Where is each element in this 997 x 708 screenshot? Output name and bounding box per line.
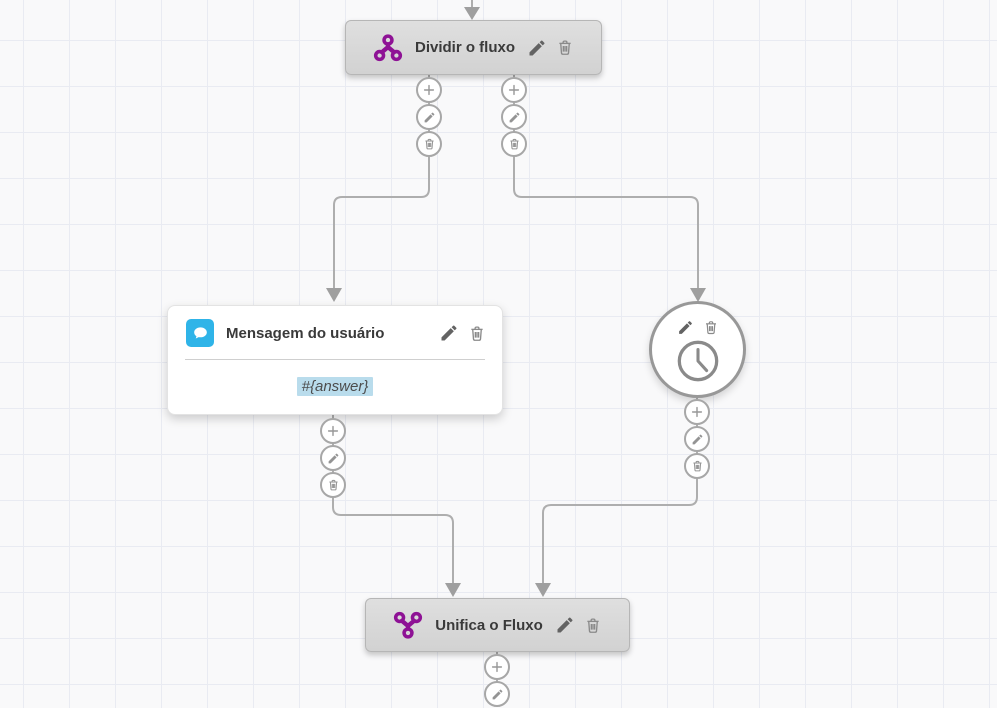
edit-node-button[interactable] [677, 319, 694, 336]
pencil-icon [557, 617, 573, 633]
add-step-button[interactable] [320, 418, 346, 444]
node-title: Unifica o Fluxo [435, 616, 543, 634]
split-flow-icon [373, 33, 403, 61]
trash-icon [471, 325, 483, 341]
node-actions [527, 38, 574, 58]
node-actions [439, 323, 486, 343]
add-step-button[interactable] [416, 77, 442, 103]
delete-connector-button[interactable] [501, 131, 527, 157]
edit-node-button[interactable] [439, 323, 459, 343]
pencil-icon [424, 112, 434, 122]
edit-connector-button[interactable] [484, 681, 510, 707]
plus-icon [491, 661, 503, 673]
plus-icon [508, 84, 520, 96]
connector-actions-wait [684, 399, 710, 480]
clock-icon [677, 340, 718, 382]
pencil-icon [692, 434, 702, 444]
divide-flow-node[interactable]: Dividir o fluxo [345, 20, 602, 75]
trash-icon [587, 617, 599, 633]
node-header: Mensagem do usuário [168, 306, 502, 359]
merge-flow-node[interactable]: Unifica o Fluxo [365, 598, 630, 652]
user-message-node[interactable]: Mensagem do usuário #{answer} [167, 305, 503, 415]
delete-node-button[interactable] [584, 616, 602, 635]
trash-icon [328, 479, 338, 491]
delete-node-button[interactable] [556, 38, 574, 57]
edit-connector-button[interactable] [416, 104, 442, 130]
trash-icon [559, 40, 571, 55]
plus-icon [691, 406, 703, 418]
trash-icon [705, 321, 716, 335]
trash-icon [692, 460, 702, 472]
pencil-icon [328, 453, 338, 463]
edit-node-button[interactable] [555, 615, 575, 635]
delete-node-button[interactable] [703, 319, 719, 336]
pencil-icon [529, 39, 545, 55]
delete-connector-button[interactable] [320, 472, 346, 498]
pencil-icon [678, 321, 692, 334]
node-actions [677, 319, 719, 336]
plus-icon [327, 425, 339, 437]
delete-connector-button[interactable] [416, 131, 442, 157]
add-step-button[interactable] [501, 77, 527, 103]
pencil-icon [509, 112, 519, 122]
connector-actions-message [320, 418, 346, 499]
edit-connector-button[interactable] [684, 426, 710, 452]
node-title: Mensagem do usuário [226, 324, 385, 342]
node-actions [555, 615, 602, 635]
pencil-icon [492, 689, 502, 699]
connector-actions-divide-left [416, 77, 442, 158]
node-body: #{answer} [168, 360, 502, 412]
wait-node[interactable] [649, 301, 746, 398]
node-title: Dividir o fluxo [414, 39, 515, 56]
trash-icon [509, 138, 519, 150]
header-divider [185, 359, 485, 360]
add-step-button[interactable] [484, 654, 510, 680]
connector-actions-merge [484, 654, 510, 708]
merge-flow-icon [394, 611, 423, 639]
add-step-button[interactable] [684, 399, 710, 425]
answer-variable: #{answer} [296, 376, 374, 396]
edit-connector-button[interactable] [320, 445, 346, 471]
delete-connector-button[interactable] [684, 453, 710, 479]
plus-icon [423, 84, 435, 96]
chat-bubble-icon [186, 319, 214, 347]
edit-connector-button[interactable] [501, 104, 527, 130]
trash-icon [424, 138, 434, 150]
delete-node-button[interactable] [468, 324, 486, 343]
connector-actions-divide-right [501, 77, 527, 158]
pencil-icon [441, 325, 457, 341]
edit-node-button[interactable] [527, 38, 547, 58]
